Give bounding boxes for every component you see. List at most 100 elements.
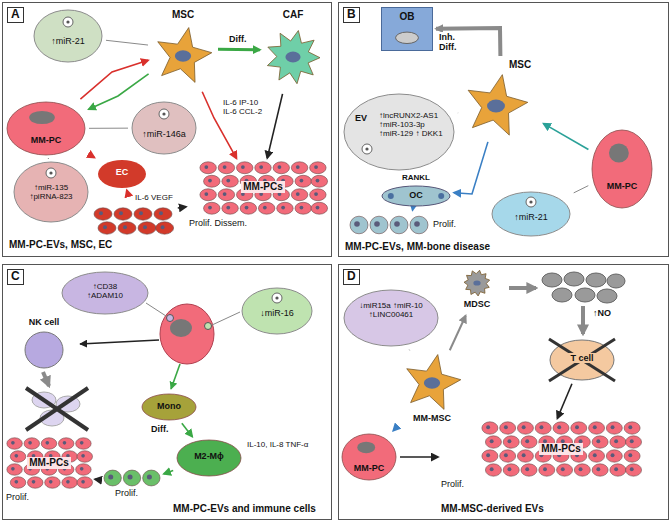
cell-outline xyxy=(468,75,528,135)
nucleus xyxy=(28,441,32,445)
myeloma-cell: MM-PC xyxy=(6,101,86,156)
cluster-cell xyxy=(482,450,498,462)
cluster-cell xyxy=(76,438,91,449)
cluster-cell xyxy=(24,438,39,449)
nucleus xyxy=(525,439,529,443)
nucleus xyxy=(490,439,494,443)
cluster-cell xyxy=(204,202,220,214)
panel-letter: B xyxy=(343,7,360,23)
nucleus xyxy=(394,221,400,227)
mdsc-cell xyxy=(552,288,572,302)
cell-outline xyxy=(7,102,85,155)
nucleus xyxy=(81,480,85,484)
cluster-cell xyxy=(204,175,220,187)
node-label: T cell xyxy=(568,353,595,363)
cell-outline xyxy=(142,394,196,420)
osteoclast: RANKLOC xyxy=(381,173,451,207)
connector xyxy=(412,209,414,211)
cluster-cell xyxy=(610,436,626,448)
nucleus xyxy=(245,206,249,210)
nucleus xyxy=(490,467,494,471)
cell-outline xyxy=(267,31,320,84)
nucleus xyxy=(241,192,245,196)
nucleus xyxy=(300,206,304,210)
cluster-cell xyxy=(571,422,587,434)
mdsc-cell xyxy=(597,289,617,303)
ev-bubble: ↑CD38 ↑ADAM10 xyxy=(61,271,149,315)
panel: ↑miR-21MSCCAFMM-PC↑miR-146a↑miR-135 ↑piR… xyxy=(2,2,332,257)
connector xyxy=(557,384,572,418)
ev-bubble: ↓miR15a ↑miR-10 ↑LINC00461 xyxy=(343,289,439,347)
panel-letter: A xyxy=(7,7,24,23)
panel-letter: D xyxy=(343,269,360,285)
cluster-cell xyxy=(255,162,271,174)
annotation-label: IL-10, IL-8 TNF-α xyxy=(246,440,312,449)
node-label: MM-PCs xyxy=(27,457,70,469)
nucleus xyxy=(316,206,320,210)
nucleus xyxy=(522,425,526,429)
connector xyxy=(126,190,128,192)
cluster-cell xyxy=(295,175,311,187)
node-label: EV xyxy=(355,113,367,123)
t-cell: T cell xyxy=(549,339,615,381)
node-label: IL-6 VEGF xyxy=(135,193,173,202)
nucleus xyxy=(143,225,147,229)
nucleus xyxy=(543,467,547,471)
nucleus xyxy=(159,211,163,215)
cluster-cell xyxy=(517,422,533,434)
cluster-cell xyxy=(606,422,622,434)
connector xyxy=(393,427,396,431)
cluster-cell xyxy=(310,162,326,174)
ev-bubble: ↑miR-21 xyxy=(491,191,571,237)
node-label: CAF xyxy=(283,9,304,21)
cluster-cell xyxy=(45,477,60,488)
nucleus xyxy=(611,425,615,429)
cluster-cell xyxy=(258,202,274,214)
nucleus xyxy=(208,179,212,183)
nucleus xyxy=(579,467,583,471)
vesicle-cargo xyxy=(529,200,532,203)
shape xyxy=(461,59,541,139)
endothelial-cell: EC xyxy=(97,159,147,189)
connector xyxy=(544,124,589,150)
vesicle-dot xyxy=(205,323,212,330)
cluster-cell xyxy=(222,202,238,214)
nucleus xyxy=(596,439,600,443)
nucleus xyxy=(147,475,152,480)
cluster-cell xyxy=(592,436,608,448)
shape xyxy=(341,433,397,481)
cluster-cell xyxy=(410,216,428,234)
msc-cell: MSC xyxy=(461,59,541,139)
nucleus xyxy=(204,165,208,169)
nucleus xyxy=(414,221,420,227)
nucleus xyxy=(314,192,318,196)
nucleus xyxy=(630,439,634,443)
nucleus xyxy=(45,441,49,445)
nucleus xyxy=(611,453,615,457)
cell-cluster: MM-PCsProlif. xyxy=(441,421,641,493)
msc-cell: MSC xyxy=(151,9,215,89)
node-label: MDSC xyxy=(464,299,491,309)
ev-outline xyxy=(62,272,148,314)
cluster-cell xyxy=(503,436,519,448)
panel: OBMSCEV↑lncRUNX2-AS1 ↑miR-103-3p ↑miR-12… xyxy=(338,2,669,257)
connector xyxy=(89,74,149,109)
cluster-cell xyxy=(218,189,234,201)
nucleus xyxy=(32,480,36,484)
cell-outline xyxy=(382,8,433,51)
nucleus xyxy=(388,193,394,199)
cluster-cell xyxy=(574,464,590,476)
connector xyxy=(80,60,148,99)
node-label: ↑CD38 ↑ADAM10 xyxy=(75,282,135,300)
cell-outline xyxy=(464,270,490,296)
nucleus xyxy=(316,179,320,183)
cluster-cell xyxy=(28,477,43,488)
node-label: MM-PCs xyxy=(241,181,284,193)
cluster-cell xyxy=(370,216,388,234)
arrow xyxy=(80,340,159,344)
cell-cluster: Prolif. xyxy=(349,213,471,237)
connector xyxy=(164,471,173,474)
nucleus xyxy=(175,50,191,62)
cluster-cell xyxy=(606,450,622,462)
cell-outline xyxy=(407,355,461,410)
